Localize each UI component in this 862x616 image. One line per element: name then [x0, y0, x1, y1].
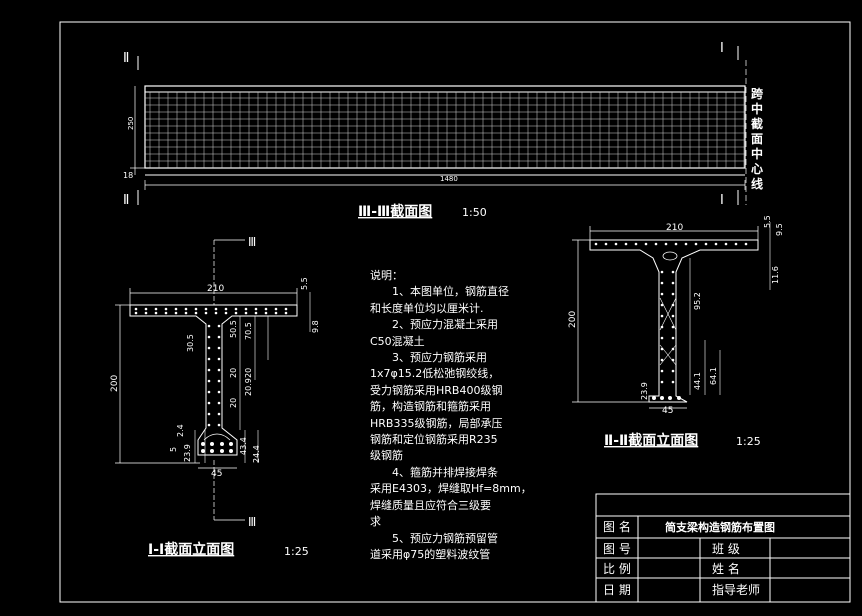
section-III-scale: 1:50 [462, 206, 487, 219]
section-I-cut-marker-bottom: Ⅲ [248, 515, 256, 529]
drawing-frame [59, 21, 851, 603]
title-block-name-label: 姓 名 [712, 561, 740, 576]
notes-line: 1、本图单位，钢筋直径 [392, 285, 509, 299]
section-II-outline [589, 239, 759, 403]
section-III-title: Ⅲ-Ⅲ截面图 [358, 203, 432, 220]
section-III-marker-left: Ⅱ [123, 51, 129, 66]
section-I-rebar-dots [134, 307, 288, 453]
section-II-dim-flange: 11.6 [771, 266, 780, 284]
section-I-dim-spacing-3: 20 [229, 398, 238, 408]
section-I-dim-bottom-width: 45 [211, 469, 222, 479]
section-I-cut-marker-top: Ⅲ [248, 235, 256, 249]
rebar-mesh [145, 92, 745, 168]
section-I-scale: 1:25 [284, 545, 309, 558]
notes-line: 道采用φ75的塑料波纹管 [370, 547, 491, 561]
title-block [595, 493, 851, 603]
beam-outline [144, 85, 746, 169]
section-III-marker-left-bottom: Ⅱ [123, 193, 129, 208]
section-II-rebar-dots [594, 242, 748, 400]
section-II-dim-top-a: 5.5 [763, 215, 772, 228]
section-I-dim-bottom-d: 43.4 [239, 437, 248, 455]
section-I-title: Ⅰ-Ⅰ截面立面图 [148, 541, 234, 558]
section-I-drawing [115, 239, 311, 521]
section-II-dim-web-upper: 95.2 [693, 292, 702, 310]
notes-lines: 1、本图单位，钢筋直径和长度单位均以厘米计. 2、预应力混凝土采用 C50混凝土 3、… [370, 284, 532, 563]
title-block-scale-label: 比 例 [603, 562, 631, 576]
design-notes: 说明： 1、本图单位，钢筋直径和长度单位均以厘米计. 2、预应力混凝土采用 C50混… [370, 268, 532, 563]
notes-heading: 说明： [370, 269, 403, 282]
notes-line: 2、预应力混凝土采用 [392, 318, 498, 332]
title-block-class-label: 班 级 [712, 542, 740, 556]
section-III-dim-bottom: 18 [123, 171, 133, 180]
section-I-outline [129, 304, 298, 456]
notes-line: 级钢筋 [370, 449, 403, 463]
notes-line: 5、预应力钢筋预留管 [392, 531, 498, 545]
notes-line: 焊缝质量且应符合三级要 [370, 498, 491, 512]
notes-line: 受力钢筋采用HRB400级钢 [370, 383, 503, 397]
section-II-dim-bottom-c: 23.9 [640, 382, 649, 400]
section-III-marker-right-bottom: Ⅰ [720, 193, 724, 208]
notes-line: 采用E4303，焊缝取Hf=8mm， [370, 482, 532, 496]
section-II-dim-bottom-a: 44.1 [693, 372, 702, 390]
notes-line: HRB335级钢筋，局部承压 [370, 416, 503, 430]
section-II-drawing [572, 222, 771, 409]
section-I-dim-web-a: 30.5 [186, 334, 195, 352]
section-III-marker-right: Ⅰ [720, 41, 724, 56]
section-II-dim-bottom-width: 45 [662, 406, 673, 416]
section-I-dim-total-height: 200 [110, 375, 120, 392]
section-I-dim-web-c: 70.5 [244, 322, 253, 340]
section-II-dim-bottom-b: 64.1 [709, 367, 718, 385]
section-I-dim-flange-top: 5.5 [300, 277, 309, 290]
section-I-dim-web-b: 50.5 [229, 320, 238, 338]
section-I-dim-bottom-e: 24.4 [252, 445, 261, 463]
section-I-dim-top-width: 210 [207, 284, 224, 294]
midspan-label: 跨中截面中心线 [751, 87, 764, 191]
section-III-dim-height: 250 [127, 117, 135, 130]
section-III-dim-length: 1480 [440, 175, 458, 183]
notes-line: 钢筋和定位钢筋采用R235 [370, 433, 498, 447]
section-II-scale: 1:25 [736, 435, 761, 448]
section-II-dim-top-width: 210 [666, 223, 683, 233]
section-I-dim-spacing-2: 20 [244, 368, 253, 378]
section-I-dim-bottom-a: 2.4 [176, 424, 185, 437]
title-block-drawing-no-label: 图 号 [603, 542, 631, 556]
section-II-dim-top-b: 9.5 [775, 223, 784, 236]
notes-line: 4、箍筋并排焊接焊条 [392, 465, 498, 479]
section-III-drawing [130, 46, 747, 205]
title-block-date-label: 日 期 [603, 583, 631, 597]
notes-line: 求 [370, 515, 381, 529]
notes-line: 1x7φ15.2低松弛钢绞线， [370, 367, 500, 381]
section-I-dim-bottom-c: 23.9 [183, 444, 192, 462]
title-block-advisor-label: 指导老师 [712, 582, 760, 597]
section-II-title: Ⅱ-Ⅱ截面立面图 [604, 432, 698, 449]
notes-line: 和长度单位均以厘米计. [370, 301, 484, 315]
section-I-dim-flange-edge: 9.8 [311, 320, 320, 333]
section-I-dim-spacing-4: 20.9 [244, 378, 253, 396]
section-I-dim-spacing-1: 20 [229, 368, 238, 378]
title-block-drawing-name: 简支梁构造钢筋布置图 [665, 520, 775, 534]
section-II-dim-total-height: 200 [568, 311, 578, 328]
notes-line: 3、预应力钢筋采用 [392, 351, 487, 365]
notes-line: 筋，构造钢筋和箍筋采用 [370, 400, 491, 414]
section-I-dim-bottom-b: 5 [169, 447, 178, 452]
notes-line: C50混凝土 [370, 334, 425, 348]
title-block-drawing-name-label: 图 名 [603, 519, 631, 534]
